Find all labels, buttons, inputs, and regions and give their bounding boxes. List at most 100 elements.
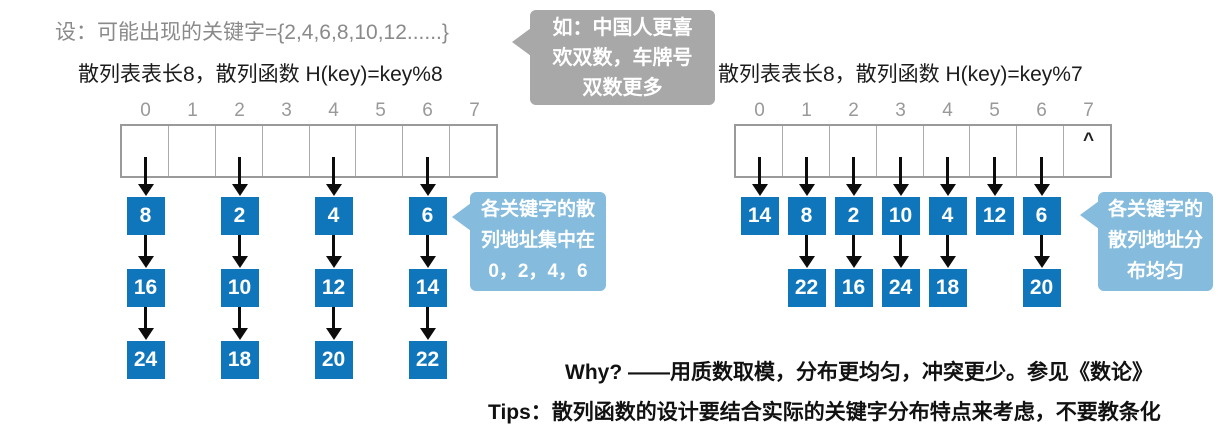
chain-node-box: 18	[220, 341, 259, 379]
premise-text: 设：可能出现的关键字={2,4,6,8,10,12......}	[55, 21, 449, 44]
gray-callout-line: 如：中国人更喜	[552, 17, 693, 39]
down-arrow-icon	[137, 157, 154, 196]
left-callout-line: 各关键字的散	[480, 199, 595, 220]
down-arrow-icon	[1033, 157, 1050, 196]
table-cell	[449, 126, 496, 176]
tips-note: Tips：散列函数的设计要结合实际的关键字分布特点来考虑，不要教条化	[488, 401, 1161, 424]
down-arrow-icon	[231, 235, 248, 268]
left-callout-line: 列地址集中在	[480, 230, 595, 251]
diagram-title-mod7: 散列表表长8，散列函数 H(key)=key%7	[718, 63, 1083, 86]
down-arrow-icon	[798, 235, 815, 268]
chain-node-box: 2	[834, 197, 873, 235]
table-cell	[167, 126, 215, 176]
table-cell	[1063, 126, 1110, 176]
down-arrow-icon	[419, 157, 436, 196]
down-arrow-icon	[939, 235, 956, 268]
hash-table	[120, 124, 498, 178]
table-cell	[875, 126, 923, 176]
down-arrow-icon	[137, 235, 154, 268]
down-arrow-icon	[892, 235, 909, 268]
slot-index-label: 5	[989, 100, 1000, 121]
chain-node-box: 8	[126, 197, 165, 235]
down-arrow-icon	[892, 157, 909, 196]
slot-index-label: 6	[1036, 100, 1047, 121]
down-arrow-icon	[419, 307, 436, 340]
down-arrow-icon	[419, 235, 436, 268]
right-callout-pointer-icon	[1080, 201, 1099, 229]
gray-callout-pointer-icon	[512, 28, 531, 56]
slot-index-label: 2	[234, 100, 245, 121]
left-distribution-callout: 各关键字的散 列地址集中在 0，2，4，6	[470, 192, 606, 291]
down-arrow-icon	[325, 235, 342, 268]
table-cell	[402, 126, 449, 176]
chain-node-box: 4	[314, 197, 353, 235]
down-arrow-icon	[986, 157, 1003, 196]
down-arrow-icon	[751, 157, 768, 196]
hash-table	[734, 124, 1112, 178]
slot-index-label: 0	[754, 100, 765, 121]
table-cell	[355, 126, 402, 176]
slot-index-label: 3	[895, 100, 906, 121]
down-arrow-icon	[939, 157, 956, 196]
chain-node-box: 20	[314, 341, 353, 379]
chain-node-box: 4	[928, 197, 967, 235]
chain-node-box: 10	[220, 269, 259, 307]
right-distribution-callout: 各关键字的 散列地址分 布均匀	[1098, 192, 1213, 291]
gray-callout-line: 欢双数，车牌号	[552, 47, 693, 69]
down-arrow-icon	[1033, 235, 1050, 268]
table-cell	[922, 126, 970, 176]
chain-node-box: 22	[787, 269, 826, 307]
table-cell	[261, 126, 309, 176]
chain-node-box: 14	[408, 269, 447, 307]
table-cell	[781, 126, 829, 176]
slot-index-label: 4	[328, 100, 339, 121]
chain-node-box: 20	[1022, 269, 1061, 307]
down-arrow-icon	[325, 307, 342, 340]
down-arrow-icon	[325, 157, 342, 196]
right-callout-line: 各关键字的	[1107, 199, 1203, 220]
chain-node-box: 16	[834, 269, 873, 307]
table-cell	[828, 126, 876, 176]
diagram-title-mod8: 散列表表长8，散列函数 H(key)=key%8	[78, 63, 443, 86]
down-arrow-icon	[798, 157, 815, 196]
slot-index-label: 3	[281, 100, 292, 121]
table-cell	[308, 126, 356, 176]
slot-index-label: 7	[1083, 100, 1094, 121]
gray-example-callout: 如：中国人更喜 欢双数，车牌号 双数更多	[530, 10, 715, 105]
down-arrow-icon	[231, 157, 248, 196]
down-arrow-icon	[231, 307, 248, 340]
down-arrow-icon	[137, 307, 154, 340]
down-arrow-icon	[845, 157, 862, 196]
empty-slot-marker: ^	[1082, 130, 1095, 151]
chain-node-box: 2	[220, 197, 259, 235]
left-callout-line: 0，2，4，6	[488, 261, 588, 282]
slot-index-label: 1	[187, 100, 198, 121]
slot-index-label: 7	[469, 100, 480, 121]
chain-node-box: 14	[740, 197, 779, 235]
table-cell	[1016, 126, 1063, 176]
gray-callout-line: 双数更多	[582, 77, 663, 99]
slot-index-label: 6	[422, 100, 433, 121]
table-cell	[969, 126, 1016, 176]
why-note: Why? ——用质数取模，分布更均匀，冲突更少。参见《数论》	[565, 361, 1153, 384]
chain-node-box: 24	[126, 341, 165, 379]
chain-node-box: 18	[928, 269, 967, 307]
table-cell	[214, 126, 262, 176]
chain-node-box: 12	[975, 197, 1014, 235]
right-callout-line: 布均匀	[1126, 261, 1184, 282]
chain-node-box: 6	[1022, 197, 1061, 235]
down-arrow-icon	[845, 235, 862, 268]
slot-index-label: 5	[375, 100, 386, 121]
slot-index-label: 4	[942, 100, 953, 121]
chain-node-box: 22	[408, 341, 447, 379]
slot-index-label: 1	[801, 100, 812, 121]
chain-node-box: 8	[787, 197, 826, 235]
chain-node-box: 10	[881, 197, 920, 235]
slot-index-label: 2	[848, 100, 859, 121]
slot-index-label: 0	[140, 100, 151, 121]
chain-node-box: 12	[314, 269, 353, 307]
right-callout-line: 散列地址分	[1107, 230, 1203, 251]
chain-node-box: 16	[126, 269, 165, 307]
chain-node-box: 24	[881, 269, 920, 307]
